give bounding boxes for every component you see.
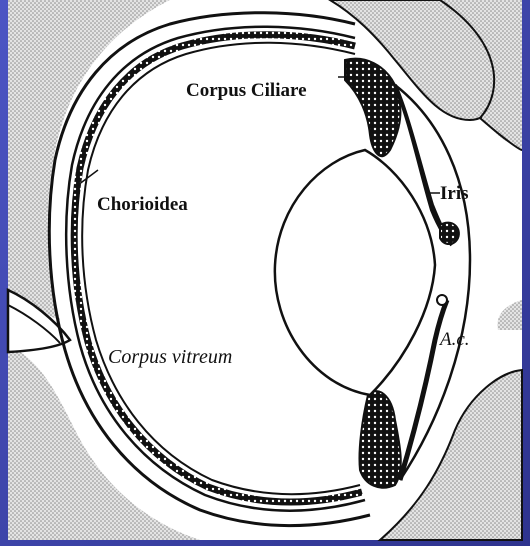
label-corpus-vitreum: Corpus vitreum — [108, 346, 232, 368]
iris-lower-knob — [437, 295, 447, 305]
label-chorioidea: Chorioidea — [97, 194, 188, 215]
iris-upper-knob — [440, 223, 459, 244]
label-anterior-chamber: A.c. — [438, 329, 470, 350]
label-iris: Iris — [440, 183, 469, 204]
label-corpus-ciliare: Corpus Ciliare — [186, 80, 307, 101]
